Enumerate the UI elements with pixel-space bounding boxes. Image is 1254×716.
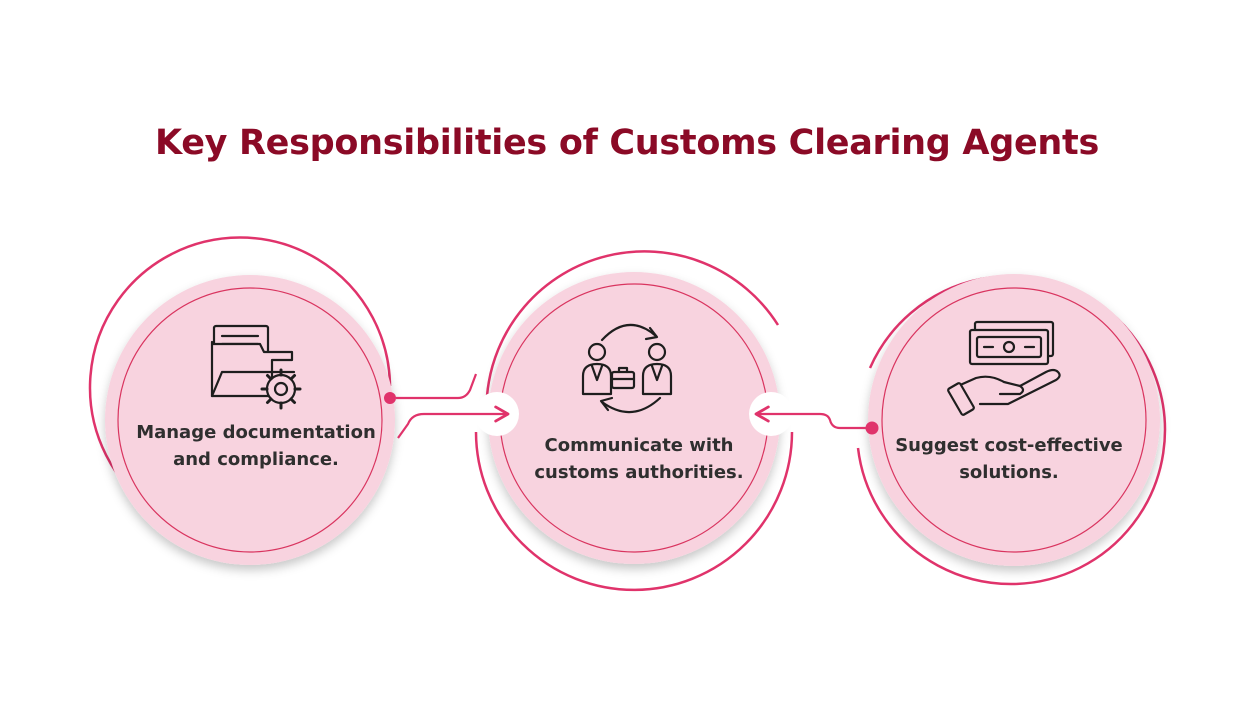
two-people-exchange-icon	[581, 323, 673, 414]
connector-1-line-upper	[396, 373, 478, 400]
step-2-node	[474, 250, 794, 592]
connector-3-dot	[865, 421, 879, 435]
step-3-label: Suggest cost-effective solutions.	[895, 435, 1123, 483]
page-title: Key Responsibilities of Customs Clearing…	[154, 123, 1099, 163]
step-2-disc	[488, 272, 780, 564]
connector-1-arrow	[397, 405, 510, 439]
money-hand-icon	[947, 320, 1061, 416]
step-2-outer-ring	[485, 250, 780, 397]
step-1-disc	[105, 275, 395, 565]
step-2-label: Communicate with customs authorities.	[534, 435, 744, 483]
step-2-outer-ring-lower	[474, 431, 794, 592]
connector-3-line	[754, 405, 866, 430]
step-1-label: Manage documentation and compliance.	[136, 422, 376, 470]
connector-3-to-2	[754, 405, 879, 435]
connector-1-dot	[384, 392, 396, 404]
step-1-inner-ring	[117, 287, 383, 553]
connector-1-to-2	[384, 373, 510, 439]
step-1-node	[88, 236, 395, 565]
step-3-disc	[868, 274, 1160, 566]
step-3-node	[856, 274, 1167, 586]
documents-gear-icon	[210, 324, 302, 410]
step-3-inner-ring	[881, 287, 1147, 553]
